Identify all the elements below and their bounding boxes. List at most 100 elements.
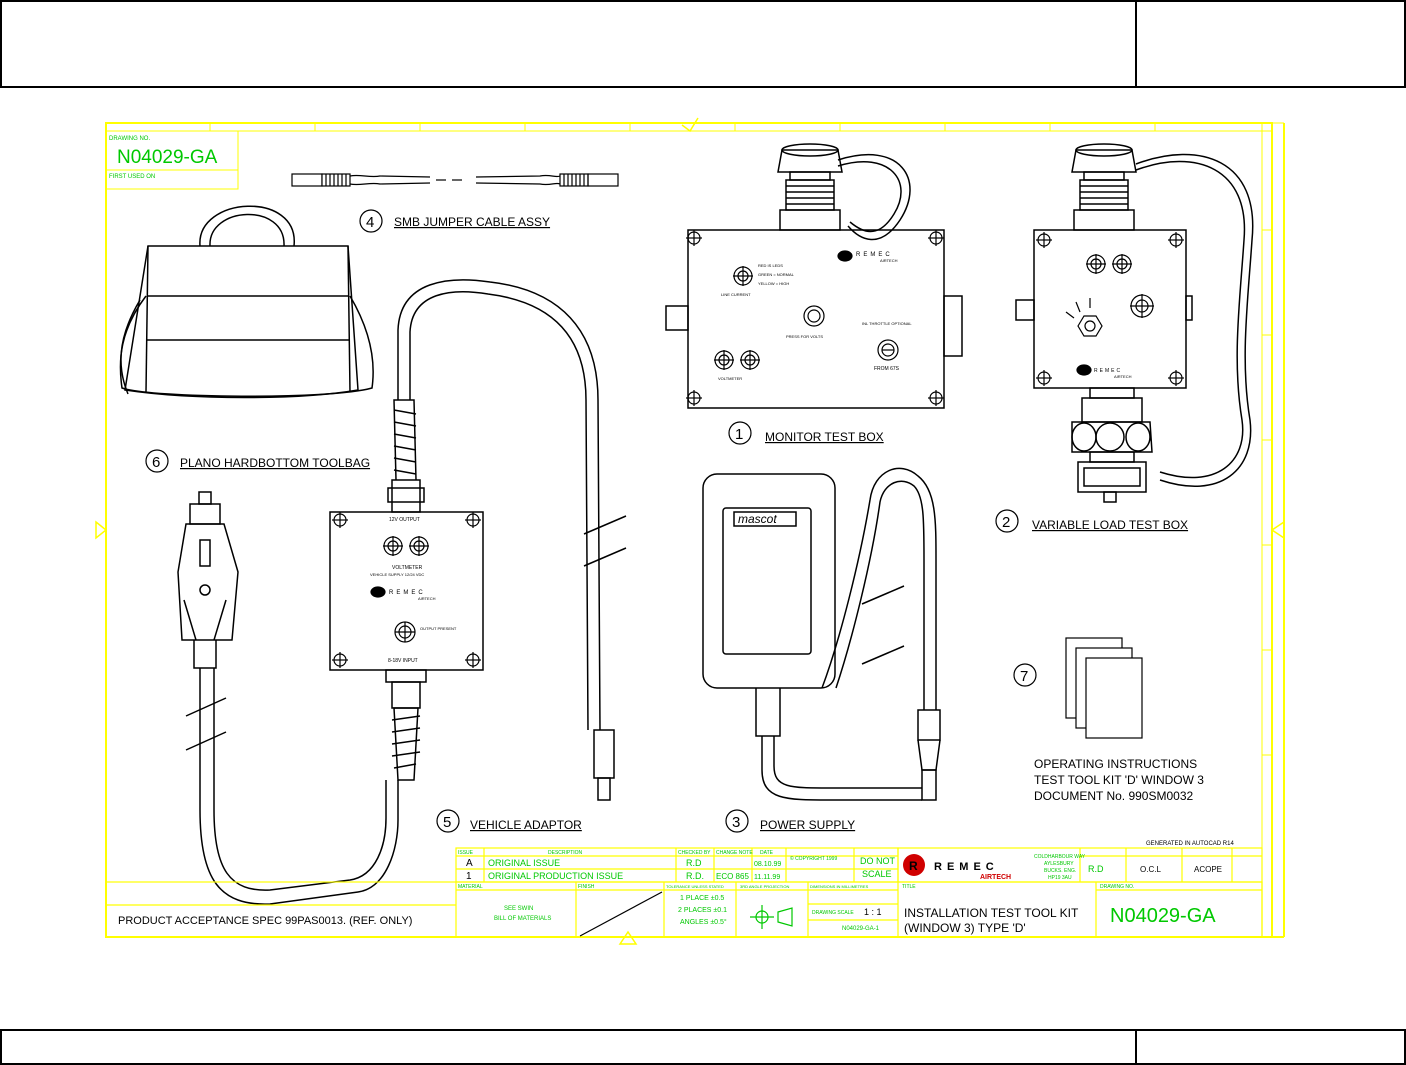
company-name: REMEC xyxy=(934,861,999,873)
cad-reference: N04029-GA-1 xyxy=(842,926,880,932)
rev-row-1-issue: A xyxy=(466,858,473,869)
remec-logo-mark: R xyxy=(909,859,918,873)
title-line-2: (WINDOW 3) TYPE 'D' xyxy=(904,921,1026,935)
power-supply-brand: mascot xyxy=(738,512,777,526)
scale-value: 1 : 1 xyxy=(864,907,882,917)
rev-row-1-date: 08.10.99 xyxy=(754,861,781,868)
callout-5-label: VEHICLE ADAPTOR xyxy=(470,818,582,832)
monitor-label-green: GREEN = NORMAL xyxy=(758,272,795,277)
rev-row-2-date: 11.11.99 xyxy=(754,874,780,881)
title-block-lines xyxy=(105,847,1263,938)
approved-by: ACOPE xyxy=(1194,865,1222,874)
monitor-brand-sub: AIRTECH xyxy=(880,258,898,263)
monitor-label-line: LINE CURRENT xyxy=(721,292,751,297)
instructions-line-1: OPERATING INSTRUCTIONS xyxy=(1034,757,1197,771)
footer-main-box xyxy=(0,1029,1137,1065)
drawing-number-top: N04029-GA xyxy=(117,147,218,168)
smb-jumper-cable xyxy=(291,173,619,187)
adaptor-screws xyxy=(332,512,481,668)
rev-header-date: DATE xyxy=(760,850,774,856)
instructions-line-3: DOCUMENT No. 990SM0032 xyxy=(1034,789,1193,803)
callout-2-number: 2 xyxy=(1002,514,1010,531)
first-used-label: FIRST USED ON xyxy=(109,174,155,180)
header-side-box xyxy=(1135,0,1406,88)
tolerance-1: 1 PLACE ±0.5 xyxy=(680,895,724,902)
drawing-number-box xyxy=(105,130,239,190)
instructions-line-2: TEST TOOL KIT 'D' WINDOW 3 xyxy=(1034,773,1204,787)
rev-header-checked: CHECKED BY xyxy=(678,850,711,856)
product-spec: PRODUCT ACCEPTANCE SPEC 99PAS0013. (REF.… xyxy=(118,915,412,927)
address-line-1: COLDHARBOUR WAY xyxy=(1034,854,1086,860)
do-not-scale-2: SCALE xyxy=(862,869,892,879)
rev-header-description: DESCRIPTION xyxy=(548,850,583,856)
monitor-label-inline: INL THROTTLE OPTIONAL xyxy=(862,321,912,326)
copyright-note: © COPYRIGHT 1999 xyxy=(790,855,837,862)
rev-header-issue: ISSUE xyxy=(458,850,474,856)
monitor-label-press: PRESS FOR VOLTS xyxy=(786,334,823,339)
header-main-box xyxy=(0,0,1137,88)
callout-5-number: 5 xyxy=(443,814,451,831)
callout-1-number: 1 xyxy=(735,426,743,443)
dims-label: DIMENSIONS IN MILLIMETRES xyxy=(810,884,869,889)
rev-row-2-by: R.D. xyxy=(686,871,704,881)
drawing-no-small-label: DRAWING NO. xyxy=(109,136,150,142)
variable-load-box xyxy=(1015,143,1254,503)
tolerance-2: 2 PLACES ±0.1 xyxy=(678,907,727,914)
material-value-2: BILL OF MATERIALS xyxy=(494,916,551,922)
monitor-label-yellow: YELLOW = HIGH xyxy=(758,281,789,286)
variable-load-brand-sub: AIRTECH xyxy=(1114,374,1132,379)
adaptor-output-label: 8-18V INPUT xyxy=(388,658,418,664)
frame-zone-ticks xyxy=(209,123,1272,756)
callout-4-label: SMB JUMPER CABLE ASSY xyxy=(394,215,550,229)
drawing-number-main: N04029-GA xyxy=(1110,905,1216,927)
drawing-number-label: DRAWING NO. xyxy=(1100,884,1134,890)
callout-3-number: 3 xyxy=(732,814,740,831)
finish-label: FINISH xyxy=(578,884,595,890)
address-line-2: AYLESBURY xyxy=(1044,861,1074,867)
monitor-box-fixtures xyxy=(686,230,944,406)
adaptor-input-label: 12V OUTPUT xyxy=(389,517,420,523)
variable-load-fixtures xyxy=(1036,232,1184,386)
callout-7-number: 7 xyxy=(1020,668,1028,685)
adaptor-supply-label: VEHICLE SUPPLY 12/24 VDC xyxy=(370,572,424,577)
scale-label: DRAWING SCALE xyxy=(812,910,854,916)
rev-row-2-desc: ORIGINAL PRODUCTION ISSUE xyxy=(488,871,623,881)
adaptor-output-present: OUTPUT PRESENT xyxy=(420,626,457,631)
company-sub: AIRTECH xyxy=(980,874,1011,881)
rev-row-2-note: ECO 865 xyxy=(716,872,749,881)
material-label: MATERIAL xyxy=(458,884,483,890)
tolerance-3: ANGLES ±0.5° xyxy=(680,918,727,926)
remec-logo: R xyxy=(903,854,925,876)
address-line-4: HP19 3AU xyxy=(1048,875,1072,881)
checked-by: O.C.L xyxy=(1140,865,1161,874)
projection-label: 3RD ANGLE PROJECTION xyxy=(740,884,789,889)
title-label: TITLE xyxy=(902,884,916,890)
instruction-sheets xyxy=(1065,637,1143,739)
power-supply xyxy=(702,467,941,801)
monitor-label-fuse: FROM 67S xyxy=(874,366,900,372)
drawn-by: R.D xyxy=(1088,864,1104,874)
callout-6-label: PLANO HARDBOTTOM TOOLBAG xyxy=(180,456,370,470)
toolbag xyxy=(119,205,374,399)
rev-row-2-issue: 1 xyxy=(466,871,472,882)
monitor-label-led: RED IS LEDS xyxy=(758,263,783,268)
footer-side-box xyxy=(1135,1029,1406,1065)
do-not-scale-1: DO NOT xyxy=(860,856,896,866)
adaptor-brand: REMEC xyxy=(389,590,426,596)
centering-marks xyxy=(95,117,1285,945)
rev-header-note: CHANGE NOTE xyxy=(716,850,753,856)
tolerance-header: TOLERANCE UNLESS STATED xyxy=(666,884,724,889)
vehicle-adaptor xyxy=(177,279,627,905)
callout-4-number: 4 xyxy=(366,214,374,231)
variable-load-brand: REMEC xyxy=(1094,368,1122,374)
title-line-1: INSTALLATION TEST TOOL KIT xyxy=(904,906,1079,920)
callout-3-label: POWER SUPPLY xyxy=(760,818,855,832)
monitor-test-box xyxy=(665,143,963,409)
material-value-1: SEE SWIN xyxy=(504,906,533,912)
address-line-3: BUCKS. ENG. xyxy=(1044,868,1076,874)
callout-2-label: VARIABLE LOAD TEST BOX xyxy=(1032,518,1188,532)
callout-1-label: MONITOR TEST BOX xyxy=(765,430,884,444)
monitor-brand: REMEC xyxy=(856,252,893,258)
adaptor-voltmeter-label: VOLTMETER xyxy=(392,565,423,571)
